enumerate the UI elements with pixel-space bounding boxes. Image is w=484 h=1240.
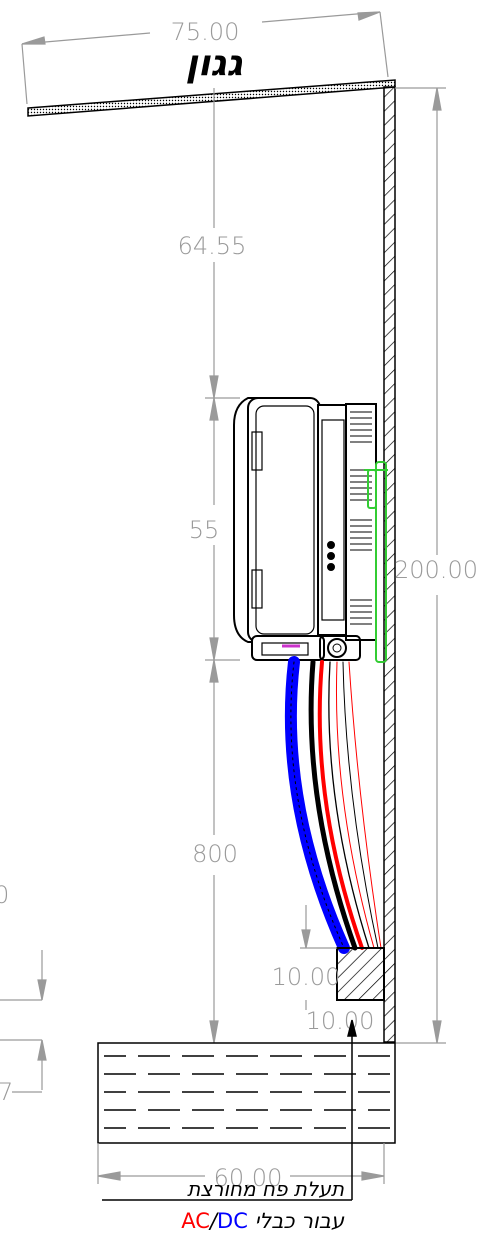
floor-slab	[97, 1042, 396, 1144]
trough-gap-label: 10.00	[272, 963, 341, 991]
base-width-label: 60.00	[214, 1164, 283, 1192]
top-gap-label: 64.55	[178, 232, 247, 260]
lower-gap-label: 800	[192, 840, 238, 868]
wall	[383, 86, 396, 1043]
cable-bundle	[284, 656, 382, 954]
unit-height-label: 55	[189, 516, 220, 544]
roof-width-label: 75.00	[171, 18, 240, 46]
ceiling-label: גגון	[186, 43, 244, 84]
left-cut-label-1: 0	[0, 881, 9, 909]
total-height-label: 200.00	[394, 556, 478, 584]
inverter-unit	[233, 397, 377, 661]
dc-label: DC	[217, 1209, 248, 1233]
left-cut-dimensions	[0, 950, 47, 1093]
black-cable	[308, 659, 358, 951]
trough-dimension	[300, 905, 337, 1010]
vertical-dimension-chain	[205, 88, 240, 1044]
left-cut-label-2: 7	[0, 1078, 13, 1106]
trough-label-line1: תעלת פח מחורצת	[187, 1177, 344, 1201]
slash-label: /	[208, 1209, 219, 1233]
cable-type-label: AC/DC עבור כבלי	[181, 1209, 345, 1233]
total-height-dimension	[395, 87, 446, 1044]
trough-leader	[102, 1019, 357, 1201]
cable-trough-block	[336, 947, 385, 1001]
roof-slab	[27, 79, 396, 117]
base-width-dimension	[97, 1143, 385, 1184]
trough-offset-label: 10.00	[306, 1007, 375, 1035]
ac-cable	[317, 660, 364, 950]
mounting-bracket	[364, 461, 388, 663]
ac-label: AC	[181, 1209, 210, 1233]
cables-for-label: עבור כבלי	[255, 1209, 345, 1233]
roof-width-dimension	[21, 11, 389, 105]
